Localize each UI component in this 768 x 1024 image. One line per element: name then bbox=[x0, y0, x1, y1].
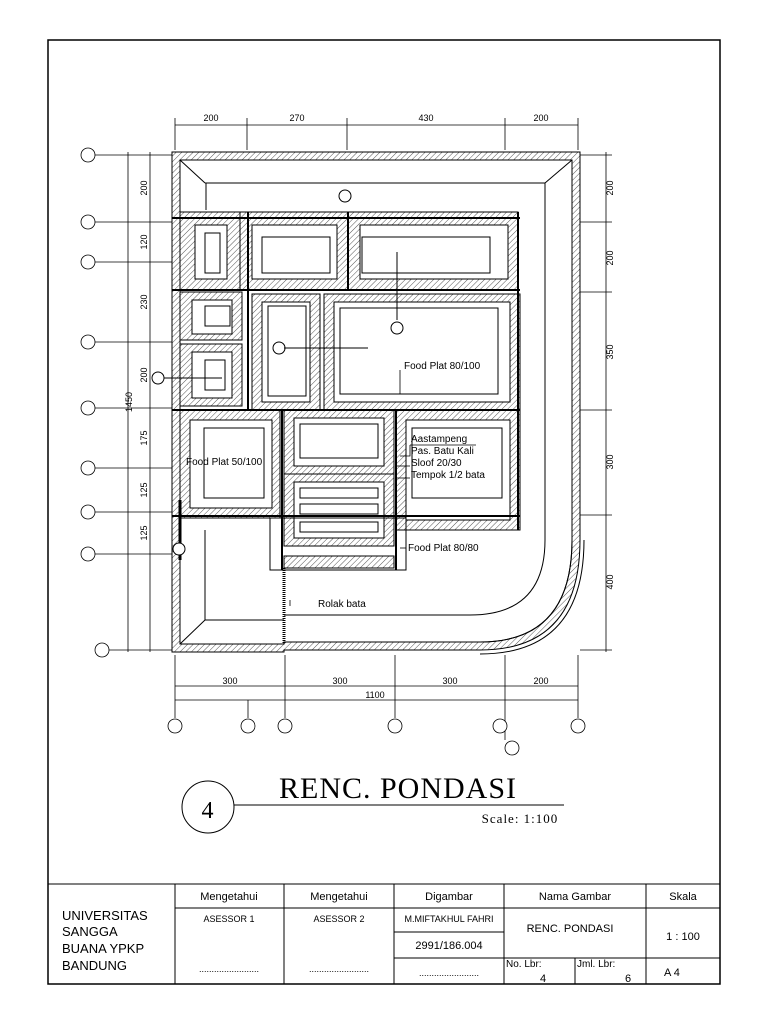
dimension-lines bbox=[94, 118, 612, 740]
drawing-name: RENC. PONDASI bbox=[527, 923, 614, 935]
right-dim-1: 200 bbox=[605, 180, 615, 195]
drawing-number-circle bbox=[181, 780, 235, 834]
right-dim-4: 300 bbox=[605, 454, 615, 469]
top-dim-4: 200 bbox=[533, 113, 548, 123]
note-food-plat-50-100: Food Plat 50/100 bbox=[186, 457, 263, 468]
drawer-name: M.MIFTAKHUL FAHRI bbox=[404, 914, 493, 924]
right-dim-2: 200 bbox=[605, 250, 615, 265]
header-nama-gambar: Nama Gambar bbox=[539, 891, 611, 903]
university-line-1: UNIVERSITAS bbox=[62, 908, 148, 923]
sign-dots-2: ........................ bbox=[309, 964, 369, 974]
header-digambar: Digambar bbox=[425, 891, 473, 903]
asessor-2: ASESSOR 2 bbox=[313, 914, 364, 924]
header-mengetahui-1: Mengetahui bbox=[200, 891, 258, 903]
right-dim-5: 400 bbox=[605, 574, 615, 589]
bottom-dim-1: 300 bbox=[222, 676, 237, 686]
university-line-2: SANGGA bbox=[62, 924, 118, 939]
sheet-border bbox=[47, 39, 721, 985]
paper-size: A 4 bbox=[664, 967, 680, 979]
jml-lbr-label: Jml. Lbr: bbox=[577, 959, 615, 970]
grid-bubbles bbox=[80, 147, 586, 756]
left-total: 1450 bbox=[124, 392, 134, 412]
curved-corner bbox=[479, 539, 573, 643]
university-line-4: BANDUNG bbox=[62, 958, 127, 973]
top-dim-1: 200 bbox=[203, 113, 218, 123]
left-dim-6: 125 bbox=[139, 482, 149, 497]
title-block-table bbox=[48, 883, 720, 984]
left-dim-1: 200 bbox=[139, 180, 149, 195]
drawing-number: 4 bbox=[202, 798, 215, 824]
asessor-1: ASESSOR 1 bbox=[203, 914, 254, 924]
no-lbr-label: No. Lbr: bbox=[506, 959, 542, 970]
bottom-dim-2: 300 bbox=[332, 676, 347, 686]
note-rolak-bata: Rolak bata bbox=[318, 599, 366, 610]
note-aastampeng: Aastampeng bbox=[411, 434, 467, 445]
header-mengetahui-2: Mengetahui bbox=[310, 891, 368, 903]
outer-footing bbox=[205, 182, 546, 616]
foundation-plan bbox=[151, 151, 585, 655]
drawer-id: 2991/186.004 bbox=[415, 940, 482, 952]
university-line-3: BUANA YPKP bbox=[62, 941, 144, 956]
header-skala: Skala bbox=[669, 891, 697, 903]
no-lbr-value: 4 bbox=[540, 973, 546, 985]
top-dim-3: 430 bbox=[418, 113, 433, 123]
note-food-plat-80-100: Food Plat 80/100 bbox=[404, 361, 481, 372]
bottom-total: 1100 bbox=[365, 690, 384, 700]
left-dim-4: 200 bbox=[139, 367, 149, 382]
leader-lines bbox=[289, 370, 476, 606]
jml-lbr-value: 6 bbox=[625, 973, 631, 985]
note-food-plat-80-80: Food Plat 80/80 bbox=[408, 543, 479, 554]
note-pas-batu-kali: Pas. Batu Kali bbox=[411, 446, 474, 457]
bottom-dim-4: 200 bbox=[533, 676, 548, 686]
scale-value: 1 : 100 bbox=[666, 931, 700, 943]
drawing-scale: Scale: 1:100 bbox=[482, 811, 559, 826]
left-dim-2: 120 bbox=[139, 234, 149, 249]
top-dim-2: 270 bbox=[289, 113, 304, 123]
left-dim-3: 230 bbox=[139, 294, 149, 309]
footing-80-80 bbox=[269, 517, 407, 571]
left-dim-5: 175 bbox=[139, 430, 149, 445]
note-sloof: Sloof 20/30 bbox=[411, 458, 462, 469]
drawing-title: RENC. PONDASI bbox=[279, 772, 517, 805]
sign-dots-1: ........................ bbox=[199, 964, 259, 974]
bottom-dim-3: 300 bbox=[442, 676, 457, 686]
left-dim-7: 125 bbox=[139, 525, 149, 540]
sign-dots-3: ........................ bbox=[419, 968, 479, 978]
note-tempok: Tempok 1/2 bata bbox=[411, 470, 485, 481]
right-dim-3: 350 bbox=[605, 344, 615, 359]
